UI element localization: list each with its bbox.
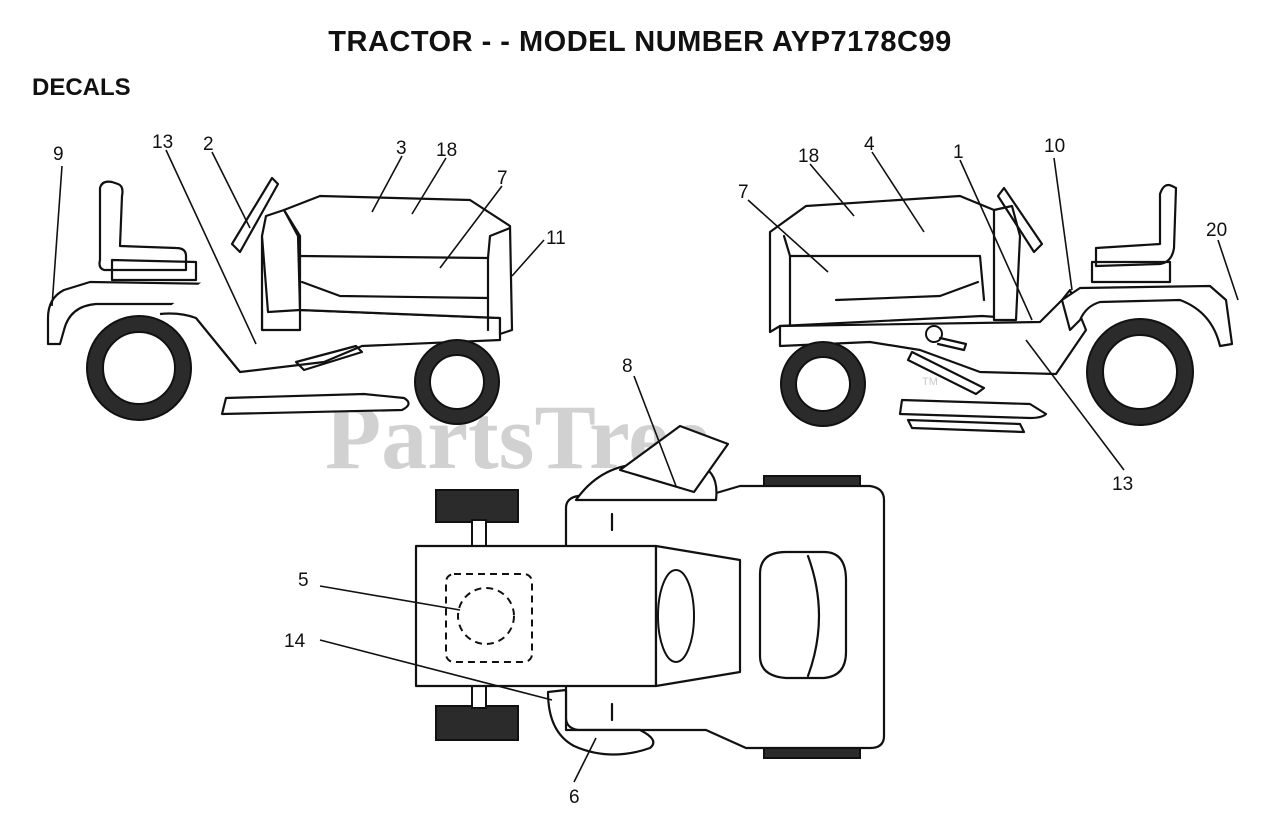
callout-8: 8 bbox=[622, 356, 633, 377]
callout-numbers: 9 13 2 3 18 7 11 18 4 1 10 7 20 13 8 5 1… bbox=[53, 132, 1227, 808]
leader-lines bbox=[51, 149, 1239, 783]
callout-4: 4 bbox=[864, 134, 875, 155]
callout-1: 1 bbox=[953, 142, 964, 163]
callout-5: 5 bbox=[298, 570, 309, 591]
callout-3: 3 bbox=[396, 138, 407, 159]
callout-13-right: 13 bbox=[1112, 474, 1133, 495]
tractor-top-view bbox=[414, 424, 886, 759]
callout-11: 11 bbox=[546, 228, 566, 249]
watermark-tm: TM bbox=[922, 376, 938, 388]
callout-9: 9 bbox=[53, 144, 64, 165]
callout-18-right: 18 bbox=[798, 146, 819, 167]
section-label: DECALS bbox=[32, 74, 131, 101]
callout-14: 14 bbox=[284, 631, 306, 652]
callout-2: 2 bbox=[203, 134, 214, 155]
callout-20: 20 bbox=[1206, 220, 1227, 241]
diagram-title: TRACTOR - - MODEL NUMBER AYP7178C99 bbox=[328, 26, 952, 58]
tractor-right-side-view bbox=[768, 183, 1234, 434]
callout-7-left: 7 bbox=[497, 168, 508, 189]
callout-18-left: 18 bbox=[436, 140, 457, 161]
callout-13-left: 13 bbox=[152, 132, 173, 153]
callout-6: 6 bbox=[569, 787, 580, 808]
callout-7-right: 7 bbox=[738, 182, 749, 203]
tractor-left-side-view bbox=[46, 176, 514, 425]
callout-10: 10 bbox=[1044, 136, 1065, 157]
